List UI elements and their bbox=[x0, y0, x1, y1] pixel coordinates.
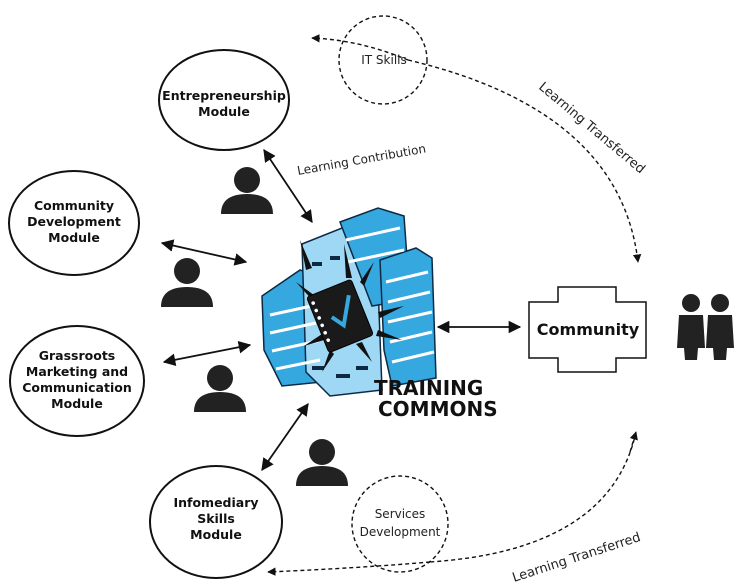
person-icon bbox=[296, 439, 348, 486]
community-node bbox=[528, 286, 647, 373]
community-label: Community bbox=[537, 320, 640, 339]
community-development-module-label: Community Development Module bbox=[27, 198, 121, 245]
community-people-icon bbox=[677, 294, 734, 360]
svg-text:Community: Community bbox=[34, 198, 114, 213]
training-commons-building-icon bbox=[261, 207, 437, 397]
svg-text:TRAINING: TRAINING bbox=[374, 376, 483, 400]
learning-transferred-top-label: Learning Transferred bbox=[535, 80, 647, 178]
arrow-community-dev-hub bbox=[160, 239, 248, 266]
person-icon bbox=[194, 365, 246, 412]
grassroots-module-label: Grassroots Marketing and Communication M… bbox=[22, 348, 132, 411]
svg-text:Module: Module bbox=[48, 230, 100, 245]
svg-text:Services: Services bbox=[375, 507, 426, 521]
svg-text:COMMONS: COMMONS bbox=[378, 397, 498, 421]
learning-contribution-label: Learning Contribution bbox=[296, 142, 427, 178]
person-icon bbox=[221, 167, 273, 214]
svg-text:Communication: Communication bbox=[22, 380, 132, 395]
entrepreneurship-module-label: Entrepreneurship Module bbox=[162, 88, 286, 119]
learning-transferred-top-arc bbox=[407, 59, 642, 263]
it-skills-circle bbox=[338, 15, 428, 105]
infomediary-module-node bbox=[149, 465, 283, 579]
learning-transferred-bottom-label: Learning Transferred bbox=[511, 530, 643, 586]
svg-text:Module: Module bbox=[198, 104, 250, 119]
svg-text:Module: Module bbox=[190, 527, 242, 542]
svg-text:Marketing and: Marketing and bbox=[26, 364, 128, 379]
svg-text:Module: Module bbox=[51, 396, 103, 411]
it-skills-label: IT Skills bbox=[361, 53, 407, 67]
svg-text:Grassroots: Grassroots bbox=[39, 348, 116, 363]
svg-text:Development: Development bbox=[27, 214, 121, 229]
services-development-arc bbox=[267, 561, 431, 576]
learning-transferred-bottom-start-arrow bbox=[629, 431, 638, 453]
grassroots-module-node bbox=[9, 325, 145, 437]
arrow-entrepreneurship-hub bbox=[263, 148, 313, 224]
person-icon bbox=[161, 258, 213, 307]
svg-text:Entrepreneurship: Entrepreneurship bbox=[162, 88, 286, 103]
arrow-infomediary-hub bbox=[261, 402, 309, 472]
community-development-module-node bbox=[8, 170, 140, 276]
svg-text:Development: Development bbox=[360, 525, 441, 539]
svg-text:Infomediary: Infomediary bbox=[173, 495, 258, 510]
services-development-circle bbox=[351, 475, 449, 573]
learning-transferred-bottom-arc bbox=[429, 431, 637, 563]
entrepreneurship-module-node bbox=[158, 49, 290, 151]
it-skills-arc bbox=[311, 34, 409, 61]
services-development-label: Services Development bbox=[360, 507, 441, 539]
arrow-grassroots-hub bbox=[162, 341, 252, 366]
infomediary-module-label: Infomediary Skills Module bbox=[173, 495, 258, 542]
training-commons-label: TRAINING COMMONS bbox=[374, 376, 498, 421]
svg-text:Skills: Skills bbox=[197, 511, 235, 526]
